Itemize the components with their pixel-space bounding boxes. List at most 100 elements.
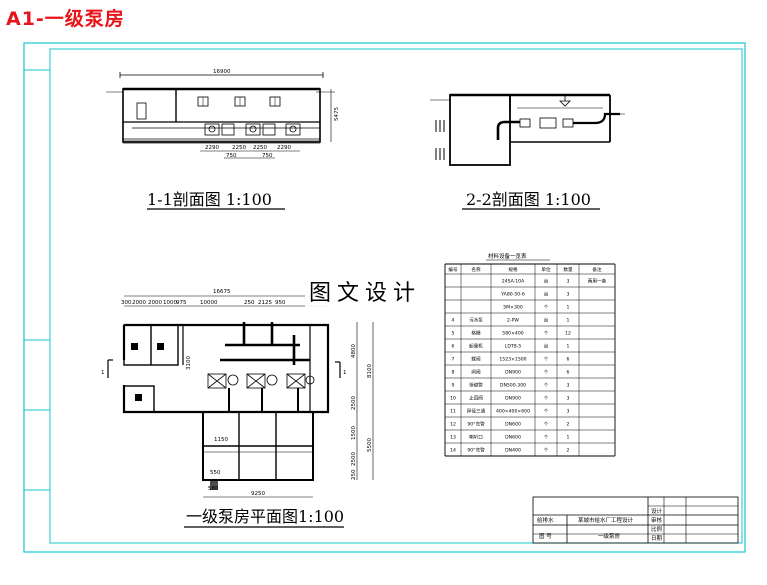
plan-view-drawing: 16675 300 2000 2000 1000 975 10000 250 2… — [101, 289, 374, 528]
section-1-1-height-dim: 5475 — [334, 107, 340, 121]
table-cell: 90°弯管 — [467, 447, 485, 454]
table-cell: 1 — [567, 318, 570, 324]
table-cell: 1523×1500 — [499, 357, 526, 363]
table-cell: 11 — [450, 409, 456, 415]
table-cell: 2-PW — [507, 318, 519, 324]
table-header-cell: 名称 — [471, 266, 481, 273]
plan-right-dim-2: 2500 — [351, 396, 357, 410]
section-mark-left: 1 — [101, 370, 105, 376]
plan-right-dim-3: 1500 — [351, 426, 357, 440]
table-cell: 14 — [450, 448, 456, 454]
table-cell: 台 — [544, 317, 549, 324]
table-cell: 闸阀 — [471, 369, 481, 376]
plan-dim-8: 950 — [275, 300, 286, 306]
plan-dim-1: 2000 — [132, 300, 146, 306]
table-cell: 5 — [452, 331, 455, 337]
tb-project-label: 给排水 — [537, 516, 554, 524]
table-cell: 个 — [544, 435, 549, 441]
plan-right-dim-1: 4800 — [351, 344, 357, 358]
table-cell: 2 — [567, 448, 570, 454]
dim-f: 750 — [262, 153, 273, 159]
table-header-cell: 备注 — [592, 266, 602, 273]
table-cell: 5M×300 — [503, 305, 523, 311]
dim-e: 750 — [226, 153, 237, 159]
table-cell: 个 — [544, 383, 549, 389]
table-cell: 个 — [544, 331, 549, 337]
table-cell: 污水泵 — [469, 317, 483, 324]
table-cell: 个 — [544, 448, 549, 454]
table-header-cell: 规格 — [508, 266, 518, 273]
plan-bottom-dim: 9250 — [251, 491, 265, 497]
plan-inner-dim-1560: 3100 — [186, 356, 192, 370]
table-header-cell: 编号 — [448, 266, 458, 273]
dim-d: 2290 — [277, 145, 291, 151]
table-cell: 3 — [567, 279, 570, 285]
table-cell: DN600 — [505, 435, 521, 441]
plan-dim-3: 1000 — [163, 300, 177, 306]
table-cell: 个 — [544, 305, 549, 311]
tb-small-2: 比例 — [651, 525, 663, 533]
title-block: 给排水 某城市给水厂工程设计 图 号 一级泵房 设计 审核 比例 日期 — [532, 496, 739, 544]
section-mark-right: 1 — [343, 370, 347, 376]
table-cell: LDT8-5 — [505, 344, 521, 350]
table-cell: 400×400×600 — [496, 409, 530, 415]
dim-b: 2250 — [232, 145, 246, 151]
table-cell: 9 — [452, 383, 455, 389]
table-cell: 3 — [567, 409, 570, 415]
table-cell: 个 — [544, 409, 549, 415]
table-cell: 个 — [544, 370, 549, 376]
table-cell: 90°弯管 — [467, 421, 485, 428]
section-1-1-drawing: 16900 5475 2290 2250 2250 2290 750 750 1… — [106, 69, 340, 210]
table-cell: 10 — [450, 396, 456, 402]
table-header-cell: 数量 — [563, 266, 573, 273]
plan-right-total: 8100 — [367, 364, 373, 378]
plan-view-title: 一级泵房平面图1:100 — [186, 507, 344, 526]
section-1-1-title: 1-1剖面图 1:100 — [147, 190, 272, 209]
table-cell: 12 — [450, 422, 456, 428]
plan-overall-dim: 16675 — [213, 289, 231, 295]
table-cell: 起重机 — [469, 343, 483, 350]
table-cell: YA80-50-6 — [500, 292, 525, 298]
outer-border — [23, 42, 746, 553]
inner-border — [49, 48, 743, 544]
table-cell: 6 — [567, 357, 570, 363]
tb-small-0: 设计 — [651, 507, 663, 515]
table-cell: 台 — [544, 278, 549, 285]
page-title: A1-一级泵房 — [6, 8, 125, 30]
table-cell: 台 — [544, 343, 549, 350]
table-cell: 8 — [452, 370, 455, 376]
tb-drawing-name: 某城市给水厂工程设计 — [578, 516, 634, 524]
table-cell: 7 — [452, 357, 455, 363]
plan-dim-5: 10000 — [200, 300, 218, 306]
table-header-cell: 单位 — [541, 266, 551, 273]
table-cell: DN500-300 — [500, 383, 526, 389]
table-cell: 渐缩管 — [469, 382, 483, 389]
table-cell: 2 — [567, 422, 570, 428]
table-cell: 喇叭口 — [469, 434, 483, 441]
plan-right-total-2: 5500 — [367, 438, 373, 452]
table-cell: 4 — [452, 318, 455, 324]
plan-dim-2: 2000 — [148, 300, 162, 306]
section-1-1-overall-dim: 16900 — [213, 69, 231, 75]
tb-sheet-name: 一级泵房 — [598, 532, 621, 540]
table-cell: 台 — [544, 291, 549, 298]
plan-inner-dim-b: 550 — [210, 470, 221, 476]
plan-inner-dim-a: 1150 — [214, 437, 228, 443]
table-title: 材料设备一览表 — [488, 252, 527, 260]
plan-dim-0: 300 — [121, 300, 132, 306]
table-cell: 止回阀 — [469, 395, 483, 402]
table-cell: 1 — [567, 305, 570, 311]
tb-small-3: 日期 — [651, 535, 663, 542]
dim-a: 2290 — [205, 145, 219, 151]
table-cell: 蝶阀 — [471, 356, 481, 363]
table-cell: 1 — [567, 344, 570, 350]
table-cell: 3 — [567, 396, 570, 402]
table-cell: 6 — [567, 370, 570, 376]
table-cell: DN600 — [505, 422, 521, 428]
dim-c: 2250 — [253, 145, 267, 151]
table-cell: 6 — [452, 344, 455, 350]
table-cell: 3 — [567, 383, 570, 389]
table-cell: 13 — [450, 435, 456, 441]
